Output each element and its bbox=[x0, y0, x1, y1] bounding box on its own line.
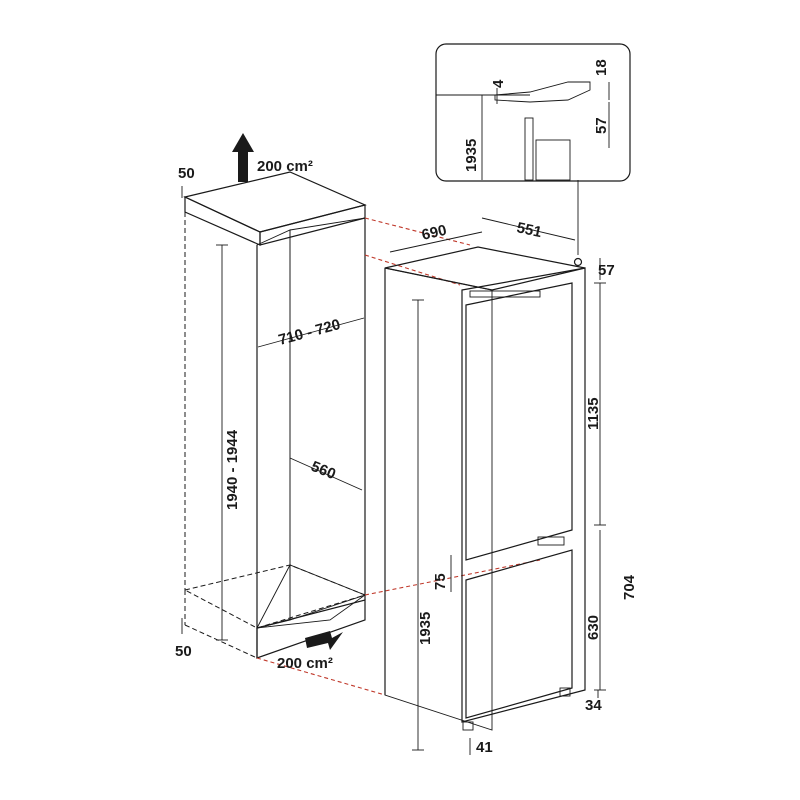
middle-hinge bbox=[537, 536, 565, 546]
upper-door bbox=[465, 282, 573, 561]
bottom-offset-label: 34 bbox=[585, 697, 602, 714]
detail-height-label: 1935 bbox=[463, 139, 480, 172]
cabinet-top-slab-side bbox=[259, 204, 366, 246]
niche-depth-dimline bbox=[289, 457, 363, 491]
depth-dimline bbox=[389, 231, 483, 253]
lower-door-label: 630 bbox=[585, 615, 602, 640]
niche-width-dimline bbox=[257, 317, 365, 348]
vent-top-area-label: 200 cm² bbox=[257, 158, 313, 175]
detail-hinge-block bbox=[535, 139, 571, 181]
vent-bottom-area-label: 200 cm² bbox=[277, 655, 333, 672]
cabinet-top-slab-front bbox=[184, 196, 261, 246]
niche-floor bbox=[256, 564, 366, 629]
niche-back-wall bbox=[289, 217, 366, 621]
detail-gap-label: 4 bbox=[490, 79, 507, 88]
alignment-lines bbox=[256, 217, 541, 696]
cabinet-niche bbox=[183, 171, 367, 659]
width-dimline bbox=[481, 217, 576, 241]
niche-width-label: 710 - 720 bbox=[277, 316, 343, 349]
appliance-dimensions bbox=[389, 217, 606, 755]
appliance-height-label: 1935 bbox=[417, 612, 434, 645]
door-gap-label: 75 bbox=[432, 573, 449, 590]
lower-door-total-label: 704 bbox=[621, 574, 638, 600]
upper-door-label: 1135 bbox=[585, 397, 602, 430]
cabinet-dimensions bbox=[181, 186, 365, 641]
lower-door bbox=[465, 549, 573, 719]
niche-height-label: 1940 - 1944 bbox=[224, 429, 241, 510]
appliance-side bbox=[384, 267, 493, 731]
detail-frame bbox=[435, 43, 631, 182]
top-hinge bbox=[469, 290, 541, 298]
cabinet-plinth-top bbox=[183, 564, 367, 629]
appliance-width-label: 551 bbox=[515, 219, 543, 241]
cabinet-plinth-side bbox=[256, 599, 366, 659]
vent-bottom-gap-label: 50 bbox=[175, 643, 192, 660]
detail-inset bbox=[435, 43, 631, 267]
detail-top-label: 18 bbox=[593, 59, 610, 76]
detail-pointer-dot bbox=[573, 257, 583, 267]
plinth-bottom-edge bbox=[184, 624, 258, 659]
detail-hinge-label: 57 bbox=[593, 117, 610, 134]
rear-foot bbox=[559, 687, 571, 697]
front-foot bbox=[462, 721, 474, 731]
appliance-front bbox=[461, 267, 586, 723]
top-offset-label: 57 bbox=[598, 262, 615, 279]
niche-depth-label: 560 bbox=[309, 458, 339, 483]
vent-top-arrow bbox=[232, 133, 254, 182]
foot-label: 41 bbox=[476, 739, 493, 756]
vent-top-gap-label: 50 bbox=[178, 165, 195, 182]
vent-bottom-arrow bbox=[305, 631, 343, 650]
niche-left-wall bbox=[256, 229, 291, 629]
detail-door-edge bbox=[524, 117, 534, 181]
detail-top-profile bbox=[494, 81, 591, 103]
refrigerator-appliance bbox=[384, 246, 586, 731]
appliance-depth-label: 690 bbox=[420, 222, 448, 244]
cabinet-top-slab-surface bbox=[183, 171, 367, 233]
appliance-top bbox=[384, 246, 586, 291]
